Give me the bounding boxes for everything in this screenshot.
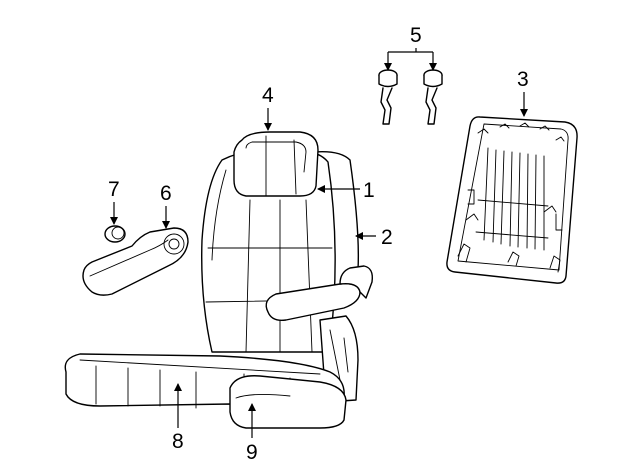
callout-9: 9 <box>246 441 258 464</box>
callout-4: 4 <box>262 84 274 107</box>
callout-3: 3 <box>517 68 529 91</box>
guide-left <box>378 69 398 125</box>
callout-8: 8 <box>172 430 184 453</box>
callout-5: 5 <box>410 24 422 47</box>
callout-1: 1 <box>363 179 375 202</box>
callout-6: 6 <box>160 182 172 205</box>
armrest-loose <box>82 227 189 296</box>
guide-right <box>423 69 443 125</box>
callout-7: 7 <box>108 178 120 201</box>
callout-arrows <box>110 48 528 438</box>
callout-labels: 1 2 3 4 5 6 7 8 9 <box>108 24 529 464</box>
head-restraint-guides <box>378 69 443 125</box>
seat-back-panel <box>446 116 578 284</box>
callout-2: 2 <box>381 226 393 249</box>
armrest-cap <box>104 225 126 243</box>
